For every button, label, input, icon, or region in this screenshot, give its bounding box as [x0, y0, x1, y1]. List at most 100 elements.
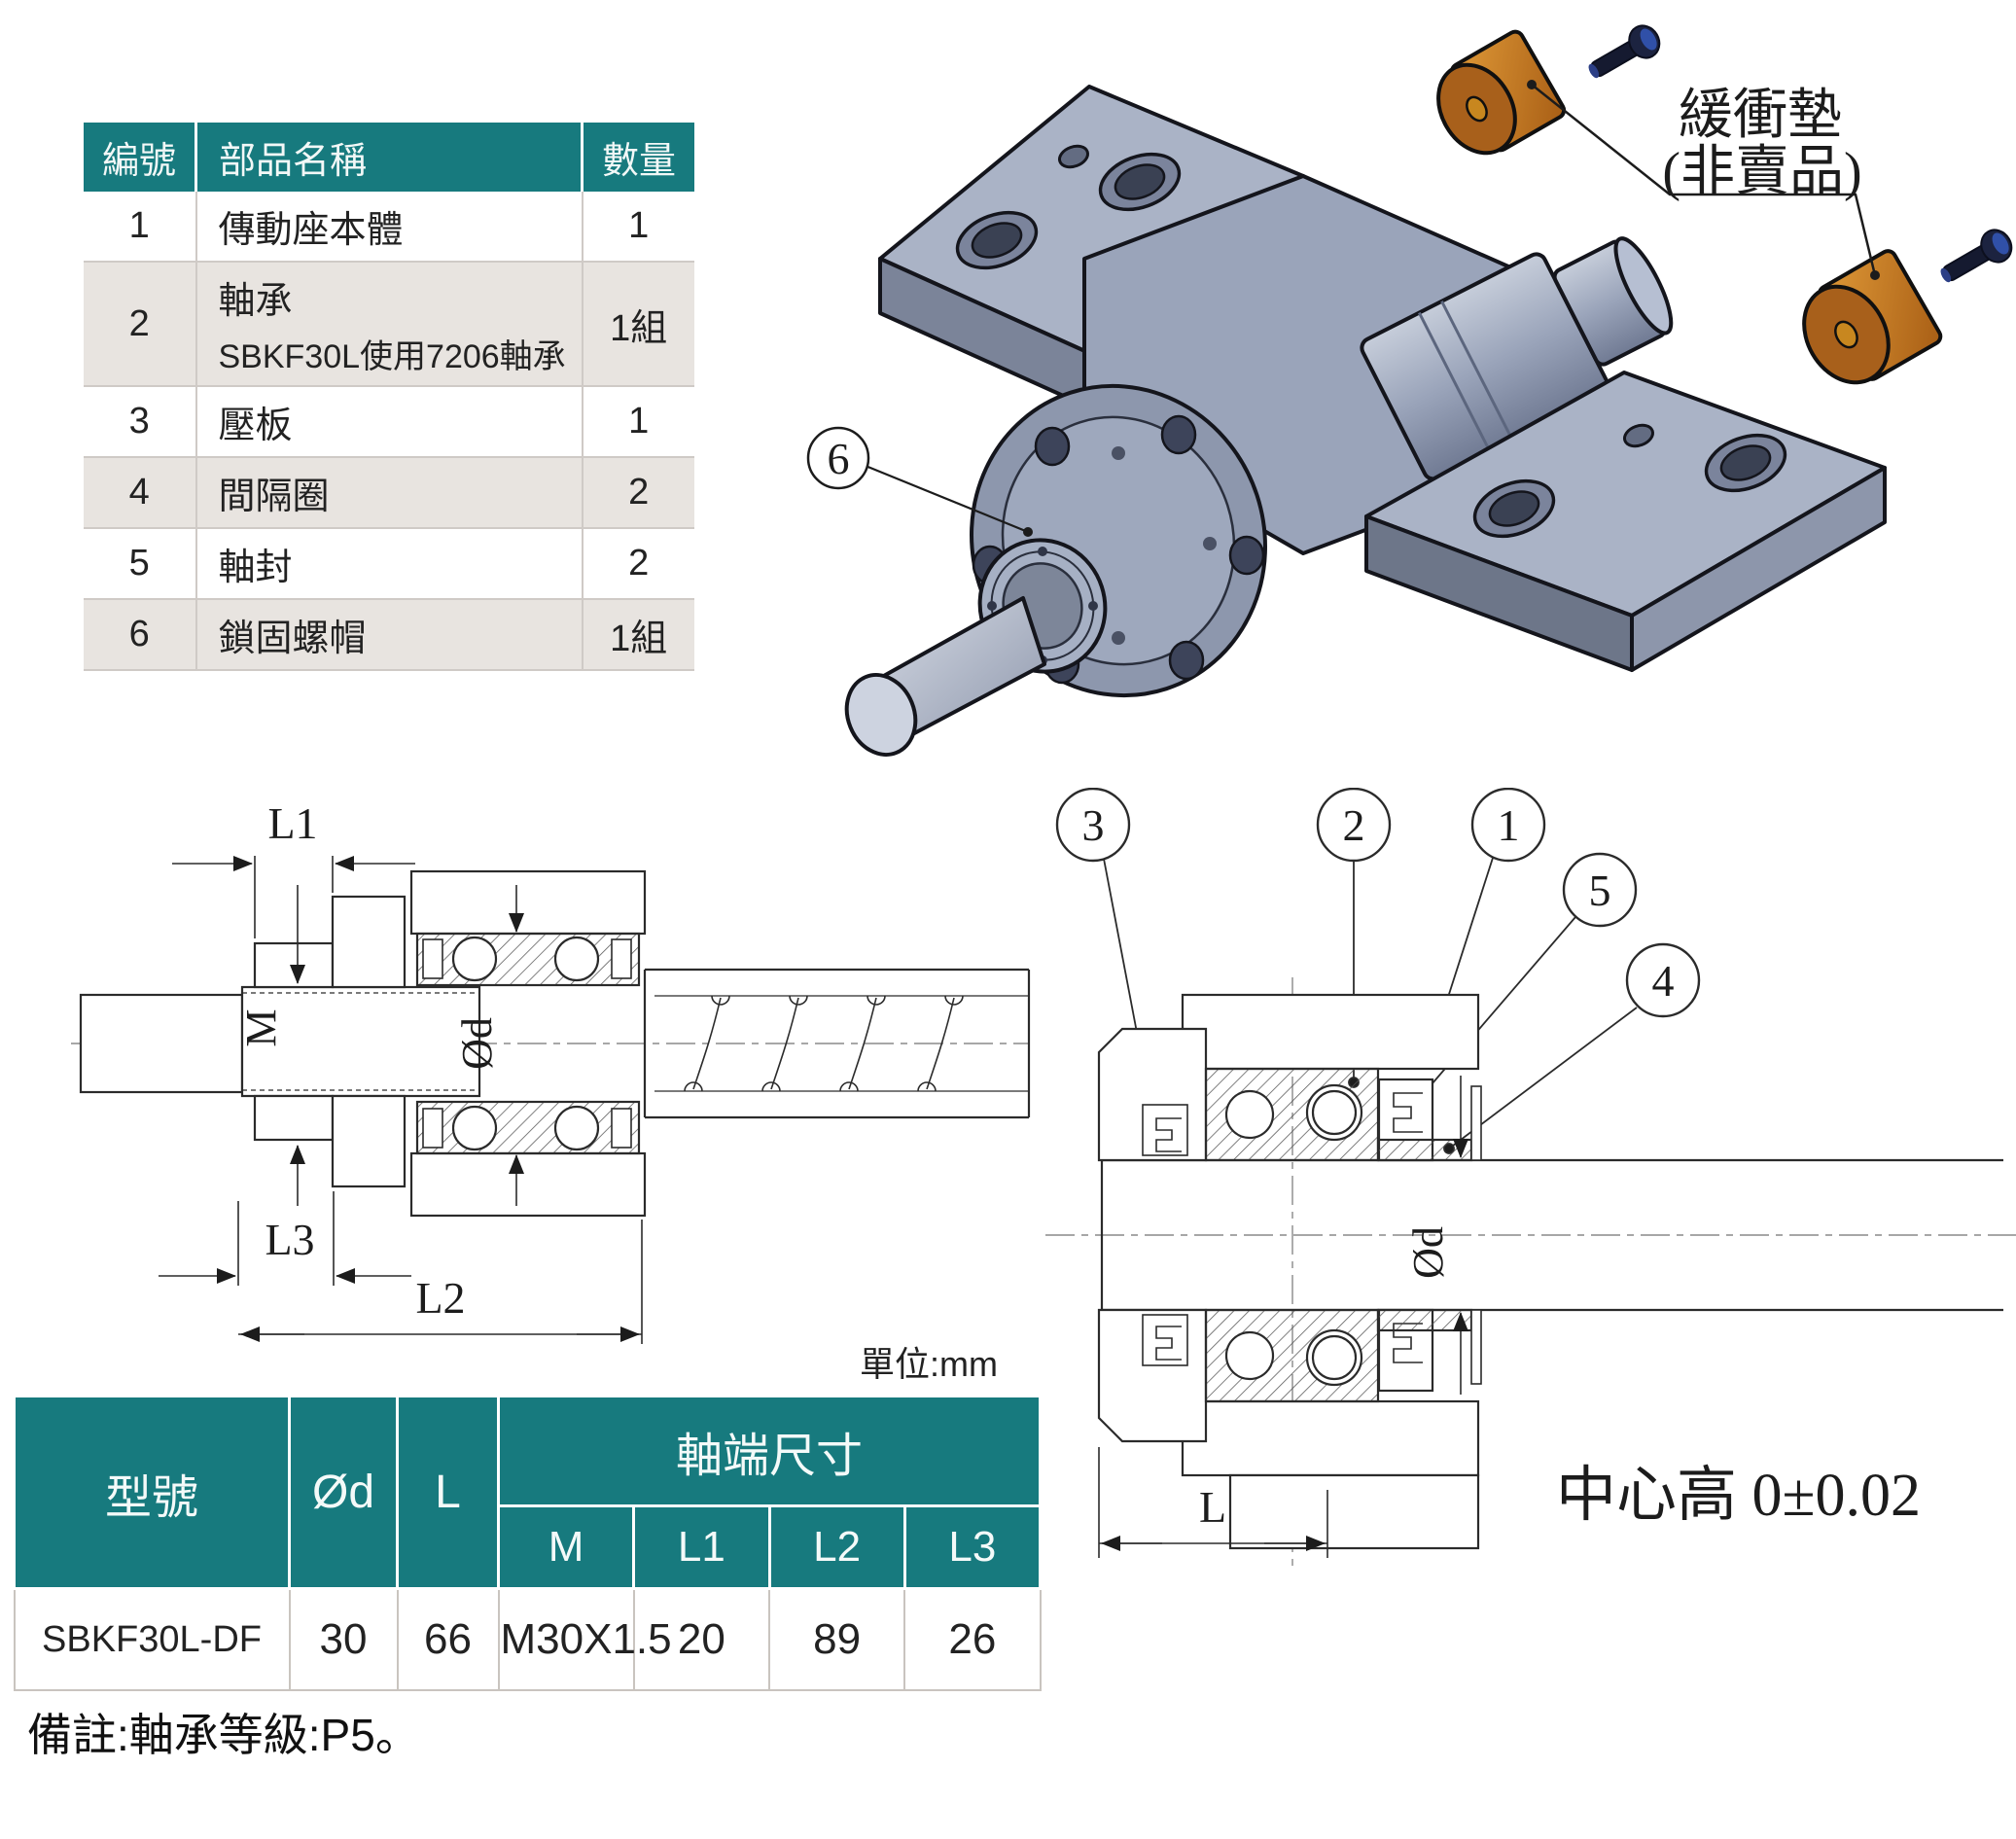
bearing-ball: [1224, 1089, 1275, 1140]
seal-section: [611, 1108, 632, 1149]
spec-header-d: Ød: [288, 1395, 399, 1590]
cylinder-boss: [1360, 236, 1674, 481]
bumper-label-line1: 緩衝墊: [1679, 86, 1842, 146]
bumper-pad: [1436, 29, 1567, 156]
col-header-name: 部品名稱: [195, 123, 584, 192]
bore-step: [1470, 1085, 1482, 1161]
part-no: 6: [84, 599, 197, 671]
spec-header-l1: L1: [632, 1504, 771, 1590]
counterbore-hole: [1098, 152, 1182, 212]
bearing-ball: [451, 936, 498, 982]
part-no: 3: [84, 386, 197, 458]
table-row: 2 軸承 SBKF30L使用7206軸承 1組: [84, 262, 694, 387]
parts-table-header-row: 編號 部品名稱 數量: [84, 123, 694, 192]
part-no: 5: [84, 528, 197, 600]
bottom-mounting-plate: [1364, 371, 1887, 672]
bearing-ball: [451, 1105, 498, 1151]
part-no: 1: [84, 192, 197, 263]
part-qty: 1組: [582, 262, 694, 387]
spec-l1: 20: [632, 1587, 771, 1691]
part-name-line2: SBKF30L使用7206軸承: [218, 338, 566, 375]
dim-L2: [238, 1220, 643, 1344]
part-name: 傳動座本體: [195, 192, 584, 263]
spec-header-l2: L2: [767, 1504, 906, 1590]
part-name: 軸封: [195, 528, 584, 600]
bore-step: [1470, 1309, 1482, 1385]
parts-table: 編號 部品名稱 數量 1 傳動座本體 1 2 軸承 SBKF30L使用7206軸…: [84, 123, 694, 671]
part-name: 壓板: [195, 386, 584, 458]
mounting-foot: [1228, 1473, 1480, 1550]
part-qty: 1: [582, 386, 694, 458]
spec-l3: 26: [903, 1587, 1042, 1691]
col-header-qty: 數量: [582, 123, 694, 192]
spec-l: 66: [396, 1587, 500, 1691]
housing-section: [409, 1151, 647, 1218]
spacer-section: [1376, 1308, 1473, 1332]
left-section-view: L1 M Ød L3 L2: [71, 798, 1031, 1344]
bearing-ball: [1305, 1328, 1363, 1387]
callout-2: 2: [1343, 800, 1365, 850]
spacer-section: [1376, 1138, 1473, 1162]
table-row: 3 壓板 1: [84, 386, 694, 458]
dim-label-L: L: [1199, 1482, 1226, 1532]
counterbore-hole: [955, 210, 1039, 270]
dim-label-d: Ød: [453, 1017, 501, 1070]
part-name: 鎖固螺帽: [195, 599, 584, 671]
callout-5: 5: [1589, 866, 1611, 915]
spec-table: 型號 Ød L 軸端尺寸 M L1 L2 L3 SBKF30L-DF 30 66…: [13, 1395, 1043, 1691]
pilot-hole: [1057, 144, 1090, 169]
dim-L1: [172, 856, 415, 938]
ballscrew-shaft: [643, 968, 1031, 1119]
dim-L3: [159, 1191, 411, 1286]
part-qty: 2: [582, 528, 694, 600]
callout-bubbles: [1055, 788, 1701, 1018]
bumper-pad: [1802, 249, 1943, 385]
dim-label-M: M: [237, 1008, 285, 1046]
pilot-hole: [1622, 423, 1655, 448]
dim-label-L2: L2: [415, 1273, 465, 1323]
part-qty: 1組: [582, 599, 694, 671]
counterbore-hole: [1472, 478, 1556, 539]
pad-screw: [1588, 24, 1661, 79]
bearing-ball: [553, 936, 600, 982]
collar-section: [331, 1094, 407, 1188]
bearing-band: [415, 932, 641, 987]
shaft-end-section: [79, 993, 244, 1094]
table-row: 6 鎖固螺帽 1組: [84, 599, 694, 671]
spec-header-model: 型號: [13, 1395, 291, 1590]
bearing-band: [415, 1100, 641, 1155]
housing-section: [1181, 1399, 1480, 1477]
dim-label-d: Ød: [1404, 1226, 1452, 1279]
shaft-end: [844, 596, 1046, 757]
callout-4: 4: [1652, 956, 1675, 1006]
bumper-annotation: 緩衝墊 (非賣品): [1527, 80, 1880, 280]
seal-section: [422, 1108, 443, 1149]
spec-header-m: M: [496, 1504, 636, 1590]
spec-header-l: L: [396, 1395, 500, 1590]
center-height-note: 中心高 0±0.02: [1556, 1463, 1921, 1529]
table-row: 1 傳動座本體 1: [84, 192, 694, 263]
counterbore-hole: [1704, 433, 1787, 493]
pad-screw: [1940, 229, 2013, 283]
housing-section: [1181, 993, 1480, 1071]
spec-l2: 89: [767, 1587, 906, 1691]
part-no: 2: [84, 262, 197, 387]
iso-exploded-view: 緩衝墊 (非賣品) 6: [806, 24, 2013, 757]
dim-label-L3: L3: [265, 1215, 314, 1264]
part-qty: 1: [582, 192, 694, 263]
spec-row: SBKF30L-DF 30 66 M30X1.5 20 89 26: [13, 1587, 1042, 1691]
part-no: 4: [84, 457, 197, 529]
bumper-label-line2: (非賣品): [1662, 142, 1861, 202]
callout-6-number: 6: [828, 434, 850, 483]
lock-nut-section: [253, 1094, 335, 1142]
spec-m: M30X1.5: [497, 1587, 672, 1691]
part-name: 軸承 SBKF30L使用7206軸承: [195, 262, 584, 387]
dim-L: [1098, 1447, 1328, 1558]
housing-section: [409, 869, 647, 936]
callout-1: 1: [1498, 800, 1520, 850]
seal-section: [422, 938, 443, 979]
bearing-ball: [553, 1105, 600, 1151]
unit-label: 單位:mm: [860, 1344, 998, 1384]
seal-section: [1142, 1314, 1188, 1366]
callout-3: 3: [1082, 800, 1105, 850]
